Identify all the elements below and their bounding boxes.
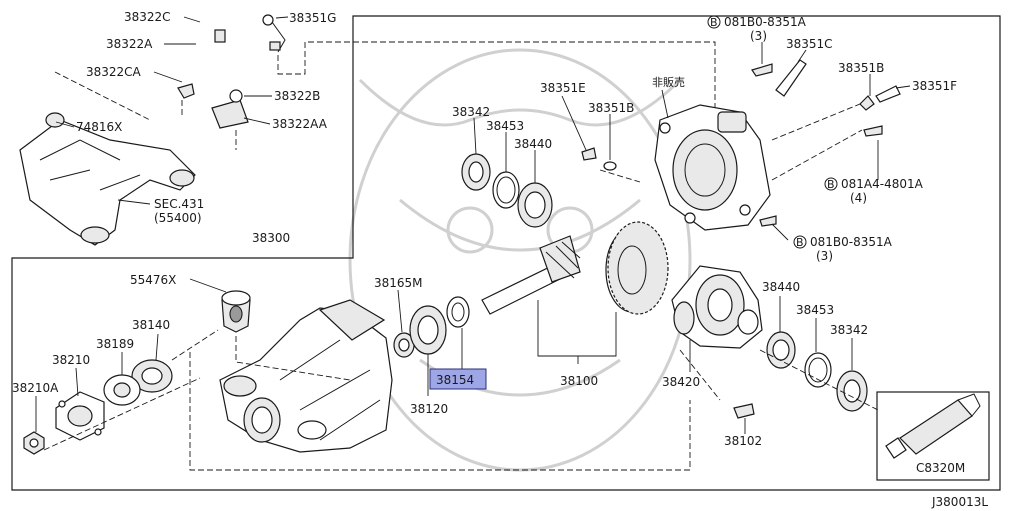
gear-carrier-housing [189,278,691,471]
rear-cover [581,59,901,231]
label-38300[interactable]: 38300 [252,231,290,245]
label-081B0-bottom[interactable]: 081B0-8351A [810,235,893,249]
companion-flange-set [23,329,219,455]
label-38322CA[interactable]: 38322CA [86,65,142,79]
svg-text:B: B [710,16,718,29]
label-38440-top[interactable]: 38440 [514,137,552,151]
label-not-for-sale: 非販売 [652,76,685,89]
label-081A4-qty: (4) [850,191,867,205]
label-38342-top[interactable]: 38342 [452,105,490,119]
label-sec431[interactable]: SEC.431 [154,197,204,211]
diagram-frames [11,15,1001,491]
diagram-code: J380013L [931,495,988,509]
label-38440-bottom[interactable]: 38440 [762,280,800,294]
label-38351E[interactable]: 38351E [540,81,586,95]
label-38189[interactable]: 38189 [96,337,134,351]
label-38351B-right[interactable]: 38351B [838,61,884,75]
label-38453-bottom[interactable]: 38453 [796,303,834,317]
rear-crossmember [19,112,196,246]
label-38120[interactable]: 38120 [410,402,448,416]
label-38322AA[interactable]: 38322AA [272,117,328,131]
label-081B0-bottom-qty: (3) [816,249,833,263]
top-left-leaders [54,16,716,205]
label-38351G[interactable]: 38351G [289,11,336,25]
label-38210A[interactable]: 38210A [12,381,59,395]
label-38351B-mid[interactable]: 38351B [588,101,634,115]
label-38165M[interactable]: 38165M [374,276,423,290]
svg-text:B: B [827,178,835,191]
label-38322C[interactable]: 38322C [124,10,171,24]
label-55476X[interactable]: 55476X [130,273,176,287]
highlighted-part-box[interactable] [429,368,487,390]
label-38351C[interactable]: 38351C [786,37,833,51]
label-38453-top[interactable]: 38453 [486,119,524,133]
label-38351F[interactable]: 38351F [912,79,957,93]
part-labels: 38322C 38351G 38322A 38322CA 38322B 7481… [12,10,988,509]
watermark-emblem [348,48,692,472]
label-74816X[interactable]: 74816X [76,120,122,134]
drive-pinion-ring-gear [481,221,669,364]
label-081A4[interactable]: 081A4-4801A [841,177,924,191]
label-38140[interactable]: 38140 [132,318,170,332]
cover-leaders [561,42,911,241]
label-C8320M[interactable]: C8320M [916,461,965,475]
label-081B0-top-qty: (3) [750,29,767,43]
label-38154[interactable]: 38154 [436,373,474,387]
label-38102[interactable]: 38102 [724,434,762,448]
breather-hose-assembly [177,14,286,129]
label-38100[interactable]: 38100 [560,374,598,388]
label-38342-bottom[interactable]: 38342 [830,323,868,337]
label-38420[interactable]: 38420 [662,375,700,389]
svg-text:B: B [796,236,804,249]
label-sec431-sub: (55400) [154,211,202,225]
label-38322A[interactable]: 38322A [106,37,153,51]
label-38210[interactable]: 38210 [52,353,90,367]
label-081B0-top[interactable]: 081B0-8351A [724,15,807,29]
label-38322B[interactable]: 38322B [274,89,320,103]
sealant-inset [876,391,990,481]
pinion-seal-bearing-top [461,117,553,228]
differential-case [671,265,879,434]
pinion-bearing-set [393,289,470,396]
